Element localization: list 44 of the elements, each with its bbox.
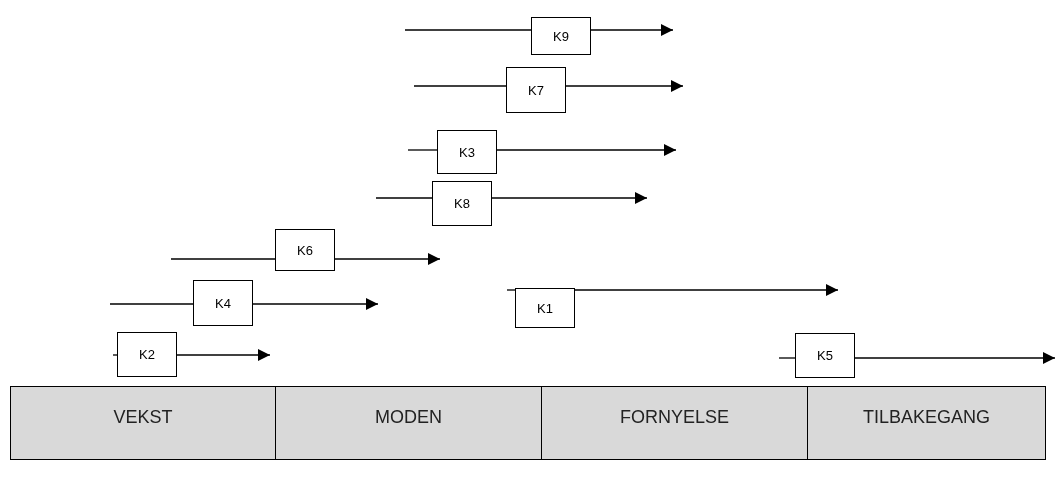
label-box [506,67,566,113]
label-box [531,17,591,55]
phase-band [10,386,276,460]
line [407,149,438,151]
box-label: K1 [537,300,553,316]
arrow [565,80,684,92]
box-label: K8 [454,196,470,211]
arrow [491,192,648,204]
label-box [193,280,253,326]
line [170,258,276,260]
label-box [795,333,855,378]
label-box [437,130,497,174]
line [778,357,796,359]
label-box [432,181,492,226]
arrow [496,144,677,156]
line [404,29,532,31]
line [375,197,433,199]
line [112,354,118,356]
box-label: K2 [139,347,155,362]
phase-label: FORNYELSE [620,407,729,428]
label-box [275,229,335,271]
line [109,303,194,305]
phase-label: VEKST [113,407,173,428]
label-box [515,288,575,328]
arrow [176,349,271,361]
label-box [117,332,177,377]
phase-band [541,386,808,460]
box-label: K9 [553,28,569,44]
arrow [590,24,674,36]
phase-label: TILBAKEGANG [862,407,990,428]
line [413,85,507,87]
phase-band [275,386,542,460]
line [506,289,516,291]
arrow [854,352,1056,364]
box-label: K7 [528,82,544,98]
phase-label: MODEN [375,407,442,428]
box-label: K4 [215,295,231,311]
arrow [574,284,839,296]
box-label: K5 [817,348,833,363]
box-label: K3 [459,144,475,160]
arrow [334,253,441,265]
phase-band [807,386,1046,460]
box-label: K6 [297,242,313,258]
arrow [252,298,379,310]
